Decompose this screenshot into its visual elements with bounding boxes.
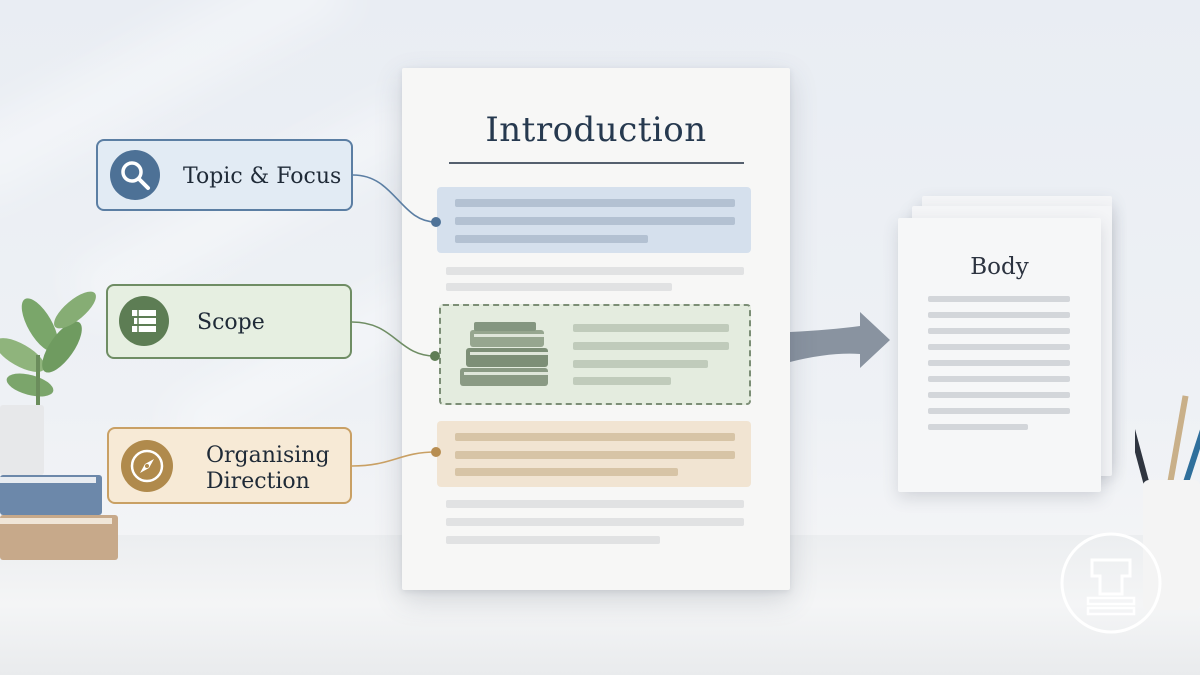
text-line [928,376,1070,382]
text-line [455,199,735,207]
text-line [455,217,735,225]
callout-label-line2: Direction [206,469,310,494]
callout-label: Topic & Focus [183,164,342,189]
callout-scope: Scope [106,284,352,359]
search-icon [110,150,160,200]
text-line [455,235,648,243]
text-line [455,433,735,441]
body-title: Body [970,254,1029,280]
text-line [928,328,1070,334]
compass-icon [121,440,173,492]
logo-badge-icon [1060,532,1162,634]
stacked-books-icon [119,296,169,346]
flow-arrow-icon [790,312,890,368]
text-line [446,500,744,508]
pencil-cup-decor [1135,395,1200,610]
title-divider [449,162,744,164]
text-line [455,451,735,459]
text-line [928,424,1028,430]
text-line [928,392,1070,398]
text-line [573,342,729,350]
document-title: Introduction [485,110,707,150]
text-line [446,267,744,275]
books-illustration-icon [460,322,548,386]
text-line [928,296,1070,302]
callout-topic-focus: Topic & Focus [96,139,353,211]
text-line [928,408,1070,414]
text-line [446,536,660,544]
callout-label: Scope [197,310,265,335]
text-line [573,324,729,332]
plant-and-books-decor [0,291,118,560]
text-line [455,468,678,476]
text-line [446,518,744,526]
callout-label-line1: Organising [206,443,330,468]
body-page [898,218,1101,492]
callout-organising-direction: Organising Direction [107,427,352,504]
text-line [928,360,1070,366]
text-line [573,360,708,368]
text-line [928,312,1070,318]
text-line [928,344,1070,350]
text-line [573,377,671,385]
text-line [446,283,672,291]
